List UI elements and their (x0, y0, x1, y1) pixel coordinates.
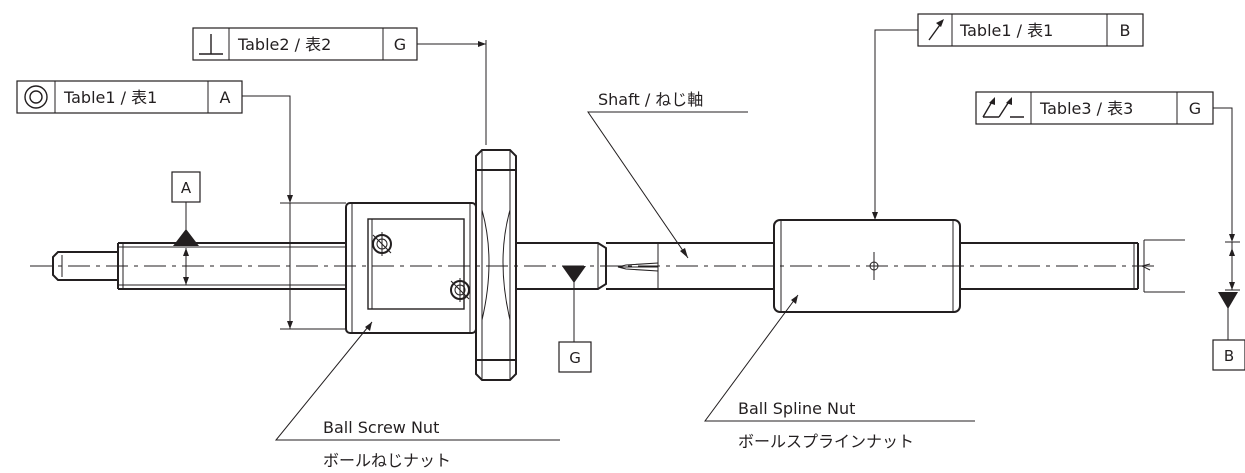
perpendicularity-fcf: ⊥ Table2 / 表2 G (192, 27, 418, 61)
flange-curve (481, 209, 511, 321)
total-runout-tolerance: Table3 / 表3 (1039, 99, 1133, 118)
return-plate (367, 218, 465, 310)
circular-runout-datum: B (1120, 21, 1131, 40)
perpendicularity-tolerance: Table2 / 表2 (237, 35, 331, 54)
perpendicularity-datum: G (394, 35, 406, 54)
datum-a-box: A (171, 171, 201, 203)
shaft-middle (516, 242, 607, 290)
leaders (183, 29, 1240, 441)
ball-spline-nut-label: Ball Spline Nut (738, 399, 855, 418)
datum-b-triangle (1218, 292, 1238, 309)
concentricity-icon (24, 85, 48, 109)
concentricity-datum: A (220, 88, 231, 107)
ball-screw-nut-label-ja: ボールねじナット (323, 451, 451, 470)
spline-nut-center-hole (869, 261, 879, 271)
shaft-thread-section (117, 242, 346, 290)
total-runout-datum: G (1189, 99, 1201, 118)
datum-b-label: B (1224, 347, 1234, 365)
perpendicularity-icon (199, 34, 223, 55)
datum-a-label: A (181, 179, 192, 197)
shaft-right (960, 242, 1138, 290)
datum-g-label: G (569, 349, 581, 367)
circular-runout-fcf: ↗ Table1 / 表1 B (917, 13, 1144, 47)
ball-spline-nut-label-ja: ボールスプラインナット (738, 432, 914, 451)
concentricity-tolerance: Table1 / 表1 (63, 88, 157, 107)
shaft-label: Shaft / ねじ軸 (598, 90, 703, 109)
total-runout-fcf: ⌰ Table3 / 表3 G (975, 91, 1214, 125)
datum-g-triangle (562, 266, 586, 283)
screw-icon (372, 232, 392, 256)
shaft-spline-section (606, 242, 774, 290)
datum-a-triangle (173, 229, 199, 246)
ball-screw-nut-body (345, 202, 477, 334)
shaft-left-end (52, 251, 118, 281)
center-hole (1140, 263, 1151, 271)
circular-runout-tolerance: Table1 / 表1 (959, 21, 1053, 40)
datum-b-box: B (1212, 339, 1245, 371)
circular-runout-icon (928, 19, 944, 41)
screw-icon (450, 278, 470, 302)
ball-screw-nut-flange (475, 149, 517, 381)
total-runout-icon (982, 97, 1024, 118)
datum-g-box: G (558, 341, 592, 373)
ball-spline-nut-body (773, 219, 961, 313)
shaft-assembly (30, 149, 1185, 381)
ball-screw-nut-label: Ball Screw Nut (323, 418, 439, 437)
spline-groove-tip (617, 262, 659, 272)
concentricity-fcf: ◎ Table1 / 表1 A (16, 80, 243, 114)
